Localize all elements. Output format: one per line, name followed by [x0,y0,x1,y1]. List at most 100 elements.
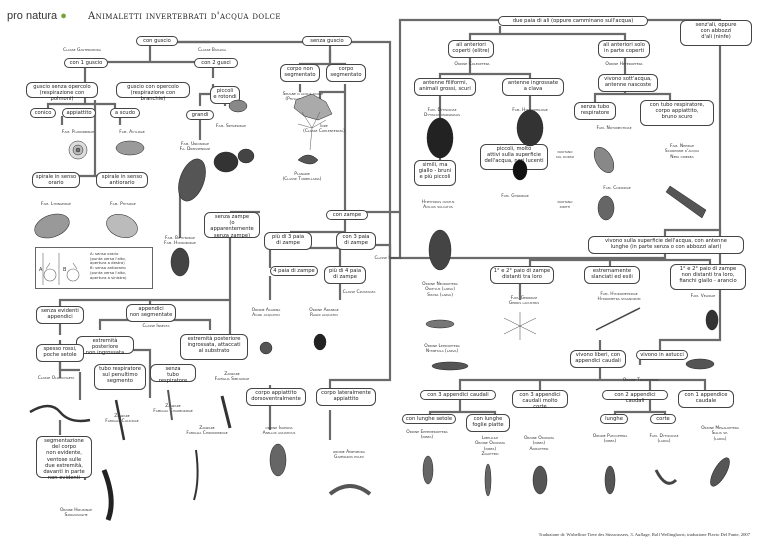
label-nuotano-diritti: nuotano diritti [557,200,573,211]
box-due-gusci: con 2 gusci [194,58,238,68]
planorbis-snail-icon [68,140,88,160]
label-ordine-coleoptera: Ordine Coleoptera [454,62,490,67]
water-spider-icon [313,333,327,351]
box-senza-zampe: senza zampe (o apparentemente senza zamp… [204,212,260,239]
lymnaea-snail-icon [34,213,70,239]
box-a-scudo: a scudo [110,108,140,118]
hydra-icon [297,111,327,151]
sponge-icon [293,93,333,121]
simulium-larva-icon [220,395,232,429]
hydrophilus-beetle-icon [516,109,544,147]
label-plecoptera: Ordine Plecoptera (ninfa) [592,434,628,445]
box-piu-4-paia: più di 4 paia di zampe [324,266,366,284]
bithynia-snail-icon [170,247,190,277]
box-simili-ma: simili, ma giallo - bruni e più piccoli [414,160,456,186]
box-corpo-lateralmente: corpo lateralmente appiattito [316,388,376,406]
label-chironomidae: Zanzare Famiglia Chironomidae [186,426,228,437]
label-nepidae: Fam. Nepidae Scorpione d'acqua Nepa cine… [664,144,700,160]
label-megaloptera: Ordine Megaloptera Sialis sp. (larva) [701,426,739,442]
box-appendici-non-segmentate: appendici non segmentate [126,304,176,322]
velia-icon [705,309,719,331]
logo-mark-icon: ● [57,10,67,22]
pro-natura-logo: pro natura ● [7,10,67,22]
box-corpo-non-segmentato: corpo non segmentato [280,64,320,82]
hydrometra-icon [595,307,641,331]
label-gyrinidae: Fam. Gyrinidae [501,194,529,199]
label-ordine-heteroptera: Ordine Heteroptera [605,62,643,67]
box-guscio-senza-opercolo: guscio senza opercolo (respirazione con … [26,82,98,102]
box-spirale-orario: spirale in senso orario [32,172,80,188]
label-isopoda: ordine Isopoda Asellus aquaticus [262,426,296,437]
label-planarie: Planarie (Classe Turbellaria) [282,172,322,183]
box-corpo-segmentato: corpo segmentato [326,64,366,82]
label-gerridae: Fam. Gerridae Gerris lacustris [508,296,540,307]
box-estremita-ingrossata: estremità posteriore ingrossata, attacca… [180,334,248,360]
gyrinus-beetle-icon [512,159,528,181]
oligochaete-worm-icon [29,404,91,423]
label-hydrometridae: Fam. Hydrometridae Hydrometra stagnorum [597,292,641,303]
label-bithyniidae: Fam. Bithyniidae Fam. Hydrobiidae [164,236,196,247]
box-piu-3-paia: più di 3 paia di zampe [264,232,312,250]
label-unionidae: Fam. Unionidae Fa. Dreissenidae [179,142,211,153]
spiral-legend: A B A: senso orario (punta verso l'alto,… [35,247,153,289]
label-physidae: Fam. Physidae [110,202,136,207]
label-classe-insecta-2: Classe Insecta [142,324,170,329]
nepa-icon [665,185,707,219]
box-quattro-paia: 4 paia di zampe [270,266,318,276]
gammarus-icon [328,484,372,496]
box-senza-tubo-respiratore: senza tubo respiratore [150,364,196,384]
box-zampe-vicine: 1° e 2° paio di zampe non distanti tra l… [670,264,746,290]
corixa-icon [597,195,615,221]
box-lunghe: lunghe [600,414,628,424]
box-ali-anteriori-coperti: ali anteriori coperti (elitre) [448,40,494,58]
ephemeroptera-nymph-icon [422,455,434,485]
label-ordine-neuroptera: Ordine Neuroptera Osmylus (larva) Sisyra… [422,282,458,298]
dytiscus-beetle-icon [426,117,454,159]
box-due-paia-ali: due paia di ali (oppure camminano sull'a… [498,16,648,26]
box-conico: conico [30,108,56,118]
neuroptera-larva-icon [425,319,455,329]
label-planorbidae: Fam. Planorbidae [61,130,95,135]
box-piccoli-rotondi: piccoli e rotondi [210,86,240,104]
box-in-astucci: vivono in astucci [636,350,688,360]
box-appiattito: appiattito [62,108,96,118]
water-mite-icon [259,341,273,355]
label-culicidae: Zanzare Famiglia Culicidae [105,414,139,425]
label-lymnaeidae: Fam. Lymnaeidae [40,202,72,207]
dytiscid-larva-icon [654,469,678,485]
gerris-icon [503,312,537,340]
box-tre-code: con 3 appendici caudali [420,390,496,400]
physa-snail-icon [106,214,138,238]
box-superficie-antenne: vivono sulla superficie dell'acqua, con … [588,236,744,254]
label-corixidae: Fam. Corixidae [603,186,631,191]
label-hirudinae: Ordine Hirudinae Sanguisughe [59,508,93,519]
box-antenne-clava: antenne ingrossate a clava [502,78,564,96]
box-con-lunghe-foglie: con lunghe foglie piatte [466,414,510,432]
label-hyphydrus: Hyphydrus ovatus Acilius sulcatus [421,200,455,211]
label-libellule: Libellule Ordine Odonata (ninfa) Zigotte… [474,436,506,457]
label-ordine-trichoptera: Ordine Trichoptera [622,378,660,383]
label-idre: Idre (Classe Coelenterata) [303,124,345,135]
asellus-icon [269,443,287,477]
box-senza-guscio: senza guscio [302,36,352,46]
label-bivalvia: Classe Bivalvia [197,48,227,53]
acilius-beetle-icon [428,229,452,271]
box-guscio-con-opercolo: guscio con opercolo (respirazione con br… [116,82,190,102]
box-una-coda: con 1 appendice caudale [678,390,734,408]
label-ephemeroptera: Ordine Ephemeroptera (ninfa) [406,430,448,441]
box-un-guscio: con 1 guscio [64,58,108,68]
box-antenne-filiformi: antenne filiformi, animali grossi, scuri [414,78,476,96]
label-classe-oligochaeta: Classe Oligochaeta [37,376,75,381]
zygoptera-nymph-icon [484,463,492,497]
chironomus-larva-icon [193,449,199,501]
label-chaoboridae: Zanzare Famiglia Chaoboridae [153,404,193,415]
sialis-larva-icon [710,457,730,487]
spiral-direction-icon: A B [39,253,80,285]
label-ordine-araneae: Ordine Araneae Ragni acquatici [309,308,339,319]
box-senza-ali: senz'ali, oppure con abbozzi d'ali (ninf… [680,20,752,46]
limpet-icon [115,140,145,156]
label-classe-crustacea: Classe Crustacea [342,290,376,295]
box-sott-acqua: vivono sott'acqua, antenne nascoste [598,74,658,92]
box-con-zampe: con zampe [326,210,368,220]
